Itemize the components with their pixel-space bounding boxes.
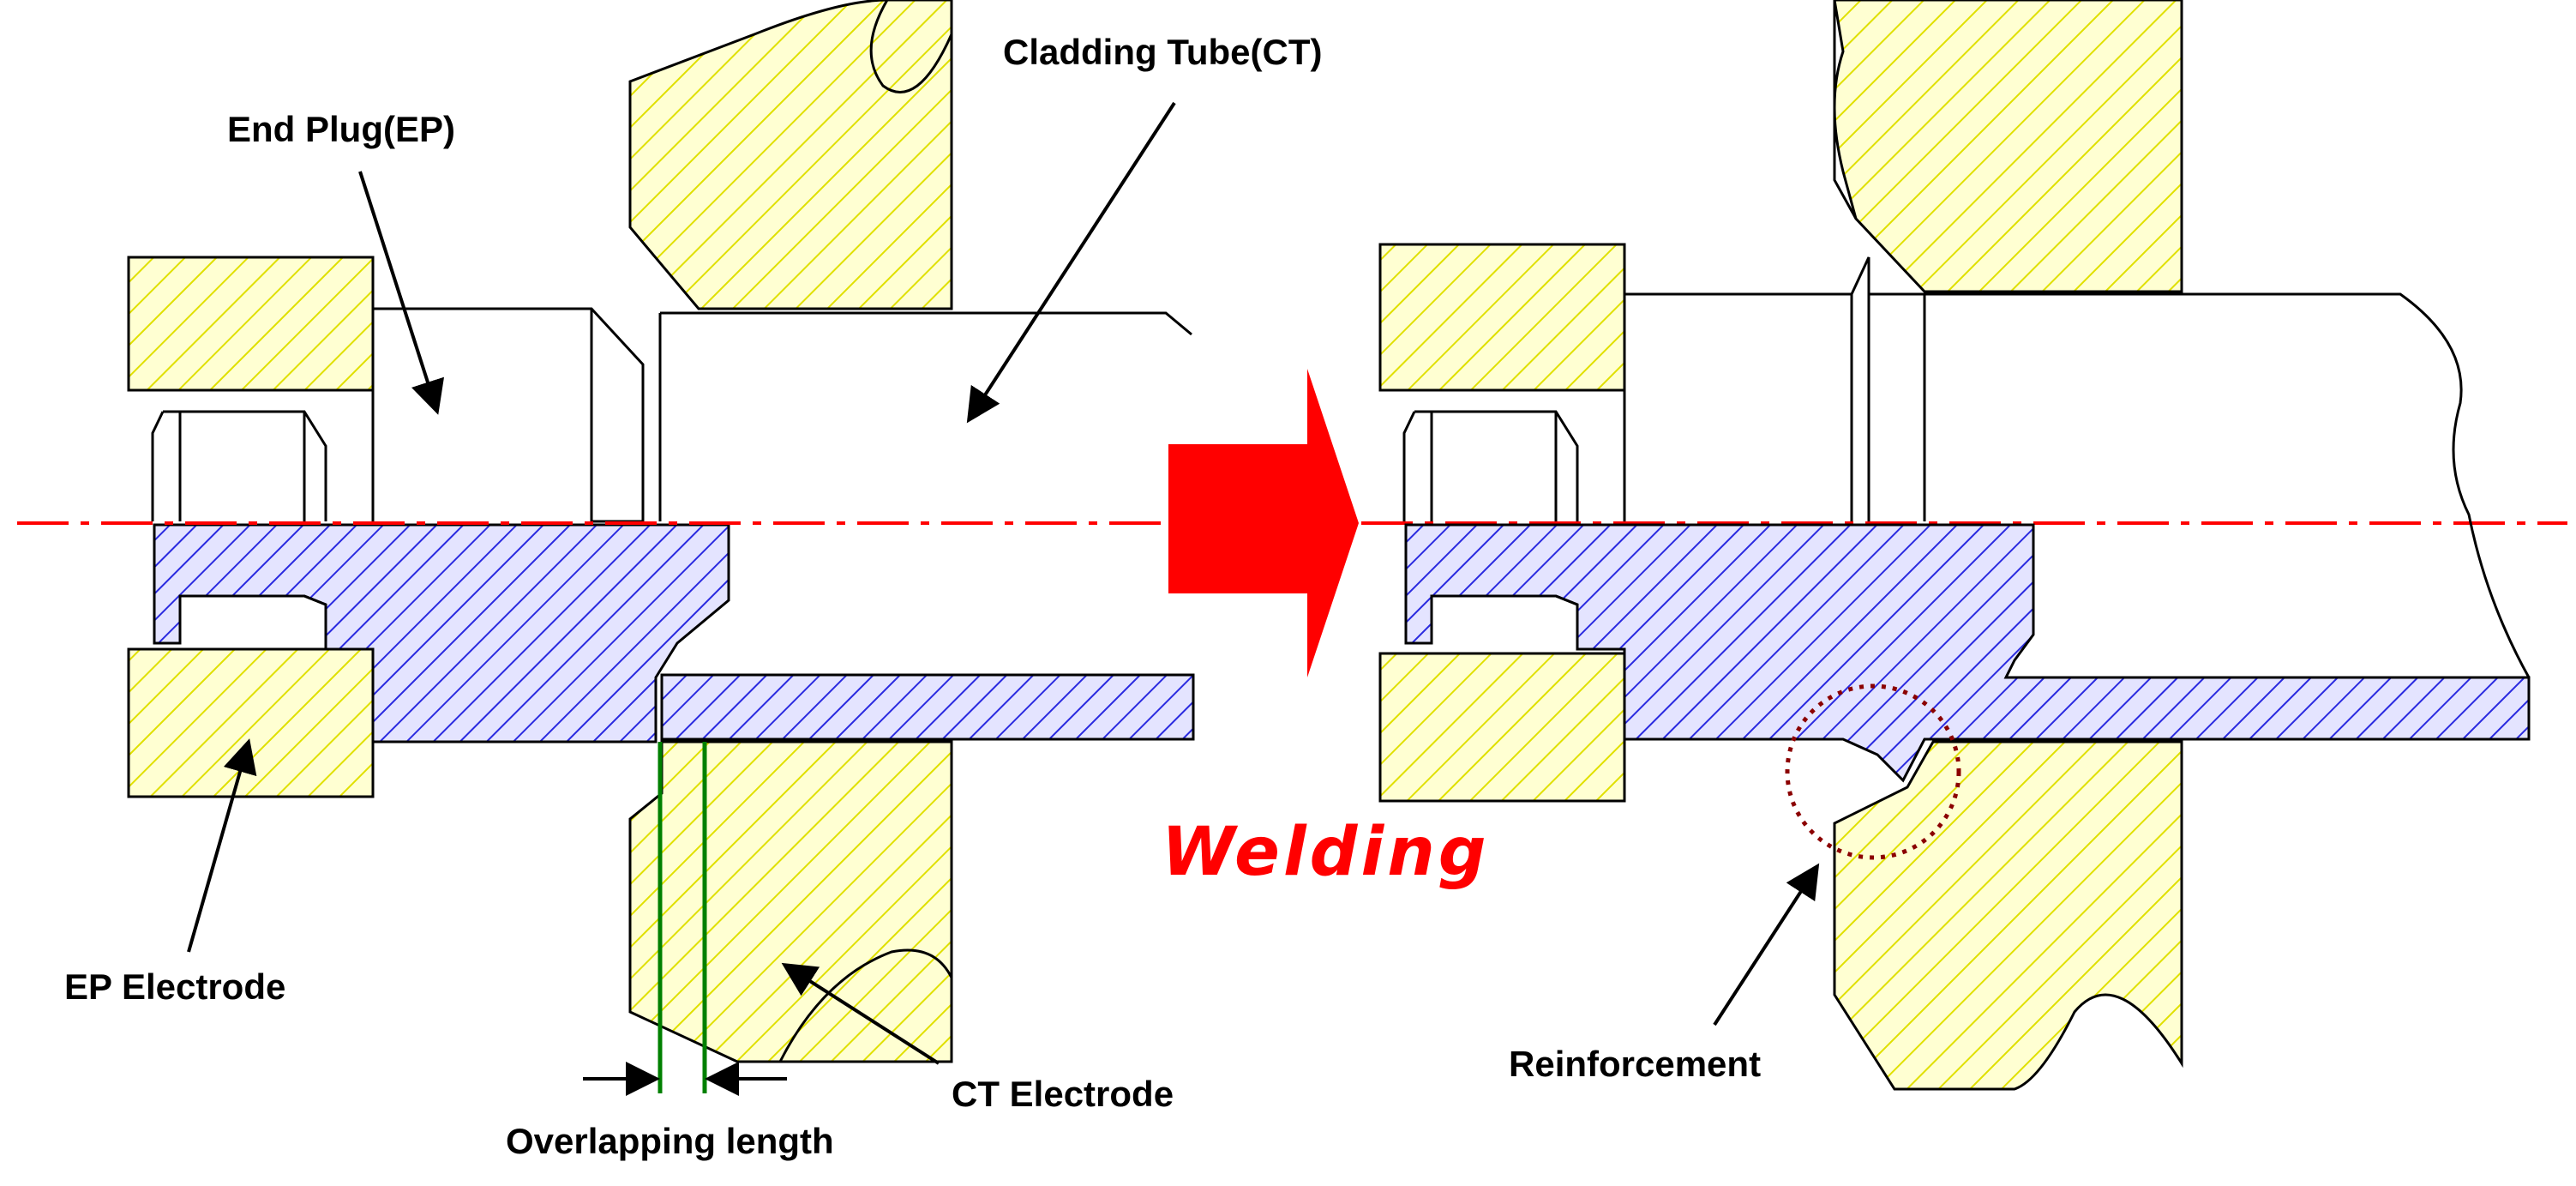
welding-label: Welding [1162, 814, 1490, 891]
end-plug-pointer [358, 171, 445, 415]
ep-electrode-upper-after [1378, 243, 1626, 392]
cladding-tube-upper-after [1924, 292, 2531, 678]
cladding-tube-label: Cladding Tube(CT) [1003, 32, 1323, 72]
ct-electrode-lower [628, 740, 953, 1063]
ep-electrode-label: EP Electrode [64, 966, 286, 1007]
welded-body [1404, 523, 2531, 783]
ep-electrode-upper [127, 256, 375, 392]
process-arrow [1168, 369, 1359, 677]
ct-electrode-upper-after [1833, 0, 2183, 293]
cladding-tube-wall [660, 673, 1195, 741]
end-plug-slot-upper [163, 410, 327, 521]
before-welding-group [127, 0, 1195, 1096]
ct-electrode-lower-after [1833, 740, 2183, 1091]
end-plug-body [153, 523, 730, 744]
end-plug-upper [371, 307, 645, 523]
reinforcement-pointer [1713, 863, 1820, 1026]
end-plug-label: End Plug(EP) [227, 109, 455, 149]
ct-electrode-label: CT Electrode [952, 1074, 1174, 1114]
ep-electrode-lower [127, 647, 375, 798]
ep-electrode-lower-after [1378, 652, 1626, 803]
ct-electrode-pointer [781, 962, 940, 1065]
reinforcement-circle [1785, 683, 1961, 860]
overlapping-length-label: Overlapping length [506, 1121, 834, 1161]
cladding-tube-pointer [966, 101, 1176, 424]
ep-electrode-pointer [187, 738, 257, 953]
after-welding-group [1378, 0, 2531, 1091]
reinforcement-label: Reinforcement [1509, 1044, 1762, 1084]
cladding-tube-upper [658, 311, 1192, 521]
